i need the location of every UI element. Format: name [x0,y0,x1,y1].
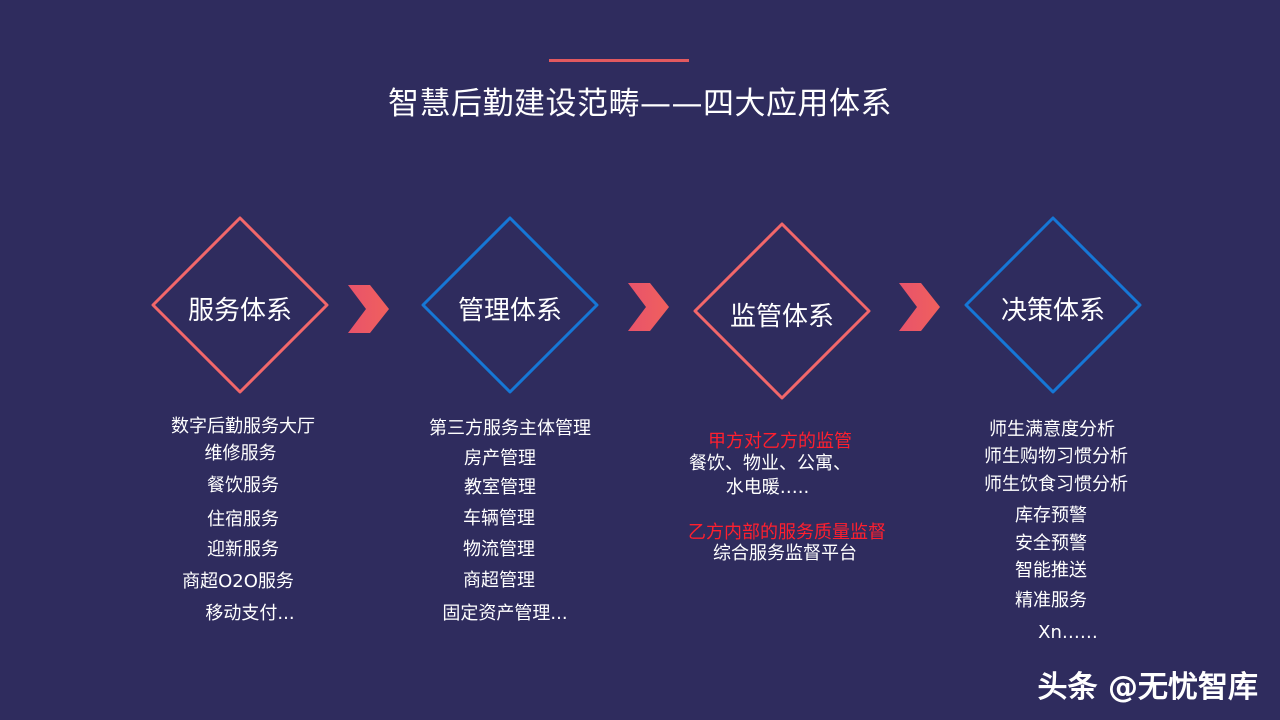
node-management-system: 管理体系 [420,215,600,395]
diamond-shape [151,216,329,394]
list-item: 安全预警 [1015,533,1087,554]
node-supervision-system: 监管体系 [692,221,872,401]
supervision-heading-party-a: 甲方对乙方的监管 [708,431,852,452]
list-item: 车辆管理 [463,508,535,529]
list-item: 餐饮服务 [207,475,279,496]
list-item: 师生满意度分析 [989,419,1115,440]
list-item: 迎新服务 [207,539,279,560]
node-label: 服务体系 [187,296,292,326]
list-item: 智能推送 [1015,560,1087,581]
node-label: 监管体系 [729,302,834,332]
list-item: Xn…… [1038,622,1098,643]
list-item: 教室管理 [464,477,536,498]
node-label: 决策体系 [1000,296,1105,326]
list-item: 住宿服务 [207,509,279,530]
list-item: 固定资产管理... [442,603,568,624]
node-service-system: 服务体系 [150,215,330,395]
list-item: 移动支付... [205,603,295,624]
list-item: 房产管理 [464,448,536,469]
list-item: 维修服务 [204,443,277,464]
node-decision-system: 决策体系 [963,215,1143,395]
list-item: 精准服务 [1015,590,1087,611]
list-item: 综合服务监督平台 [713,543,857,564]
list-item: 商超管理 [463,570,535,591]
list-item: 师生购物习惯分析 [984,446,1128,467]
diamond-shape [693,222,871,400]
list-item: 第三方服务主体管理 [429,418,591,439]
list-item: 商超O2O服务 [182,571,294,592]
supervision-heading-party-b: 乙方内部的服务质量监督 [688,522,886,543]
list-item: 库存预警 [1015,505,1087,526]
list-item: 师生饮食习惯分析 [984,474,1128,495]
title-accent-line [549,59,689,62]
diamond-shape [964,216,1142,394]
node-label: 管理体系 [457,296,562,326]
chevron-right-icon [899,283,940,331]
list-item: 水电暖….. [725,477,810,498]
list-item: 数字后勤服务大厅 [171,416,315,437]
chevron-right-icon [628,283,669,331]
page-title: 智慧后勤建设范畴——四大应用体系 [388,86,892,122]
chevron-right-icon [348,285,389,333]
list-item: 物流管理 [463,539,535,560]
source-watermark: 头条 @无忧智库 [1037,670,1258,705]
diamond-shape [421,216,599,394]
list-item: 餐饮、物业、公寓、 [689,453,851,474]
